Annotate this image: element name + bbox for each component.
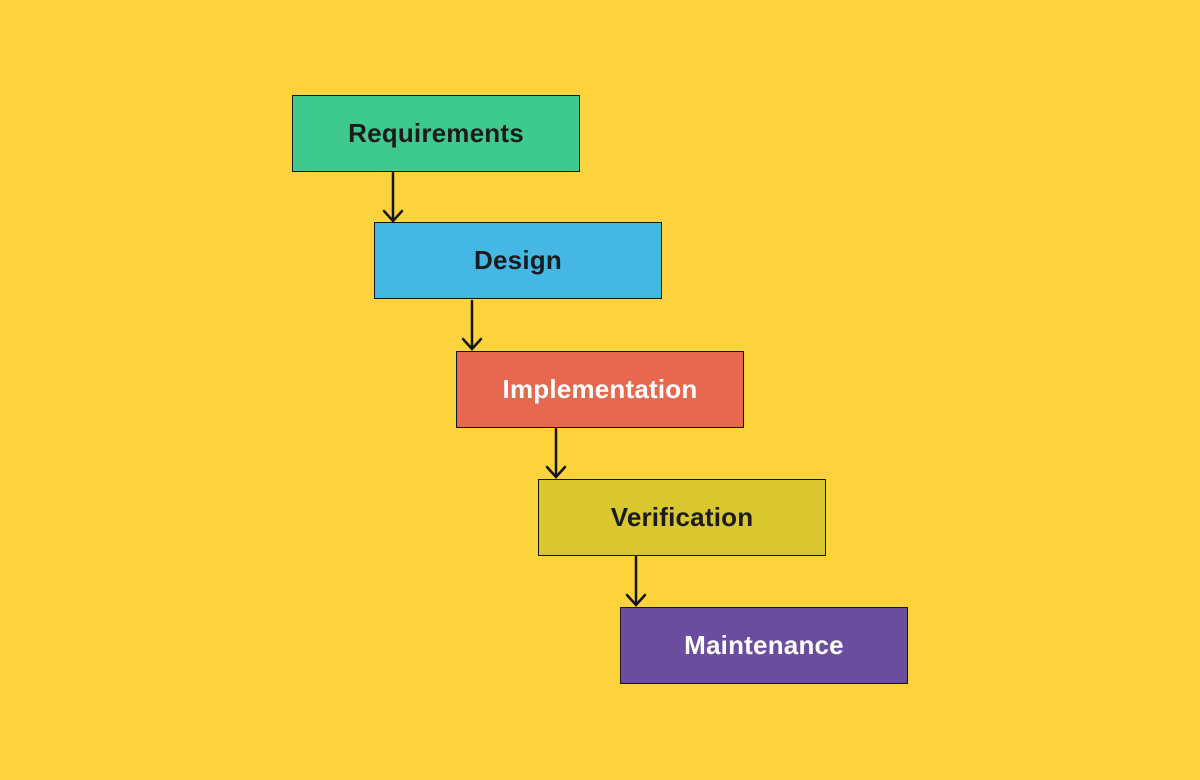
stage-box-maintenance: Maintenance (620, 607, 908, 684)
stage-label-requirements: Requirements (348, 118, 524, 148)
arrow-verification-to-maintenance (625, 555, 647, 607)
arrow-design-to-implementation (461, 299, 483, 351)
arrow-implementation-to-verification (545, 427, 567, 479)
stage-label-maintenance: Maintenance (684, 630, 844, 660)
arrow-requirements-to-design (382, 171, 404, 223)
stage-box-verification: Verification (538, 479, 826, 556)
stage-label-implementation: Implementation (502, 374, 698, 404)
stage-box-design: Design (374, 222, 662, 299)
stage-box-implementation: Implementation (456, 351, 744, 428)
stage-label-design: Design (474, 245, 562, 275)
stage-box-requirements: Requirements (292, 95, 580, 172)
stage-label-verification: Verification (610, 502, 754, 532)
